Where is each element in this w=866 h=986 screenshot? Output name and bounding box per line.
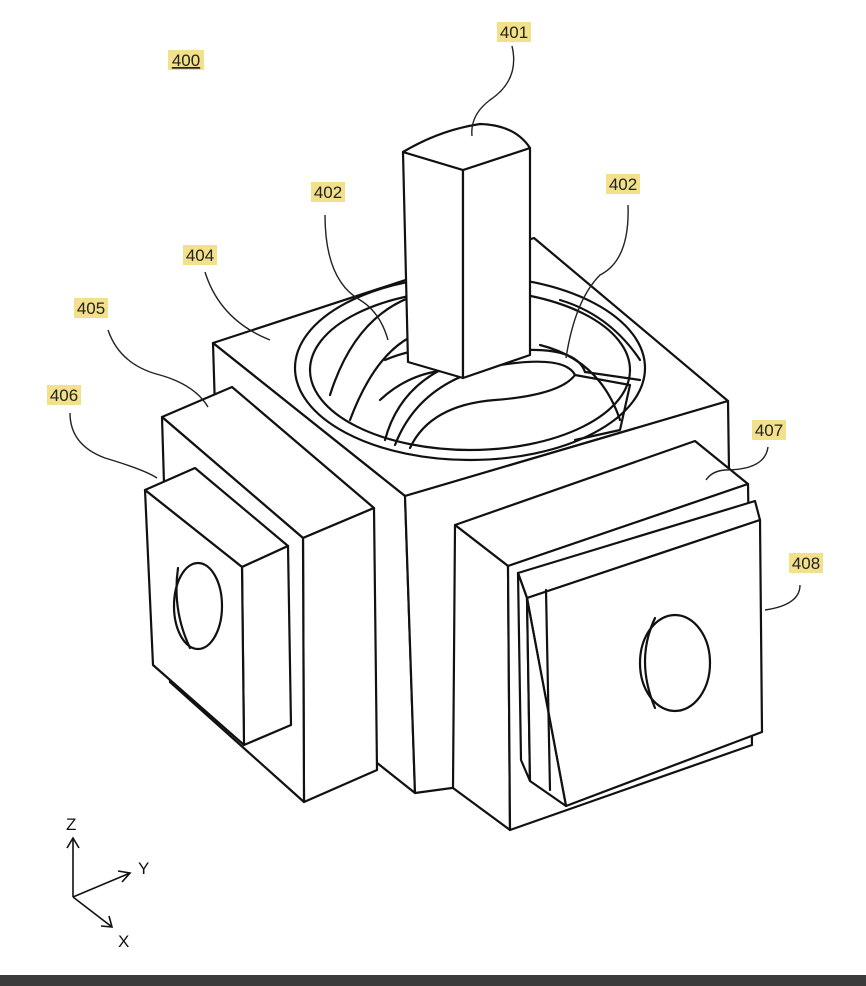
axis-z-label: Z [66,815,76,834]
ref-407: 407 [755,421,783,440]
bottom-bar [0,975,866,986]
ref-401: 401 [500,23,528,42]
coordinate-axes: Z Y X [66,815,149,951]
ref-402-left: 402 [314,183,342,202]
axis-y-label: Y [138,859,149,878]
left-actuator [143,466,293,747]
ref-408: 408 [792,554,820,573]
ref-404: 404 [186,246,214,265]
ref-402-right: 402 [609,175,637,194]
ref-405: 405 [77,299,105,318]
ref-406: 406 [50,386,78,405]
leader-lines [69,45,801,611]
reference-labels: 400 401 402 402 404 405 406 407 408 [47,22,823,573]
right-actuator [516,499,764,808]
shaft [401,122,532,380]
axis-x-label: X [118,932,129,951]
figure-label: 400 [172,51,200,70]
